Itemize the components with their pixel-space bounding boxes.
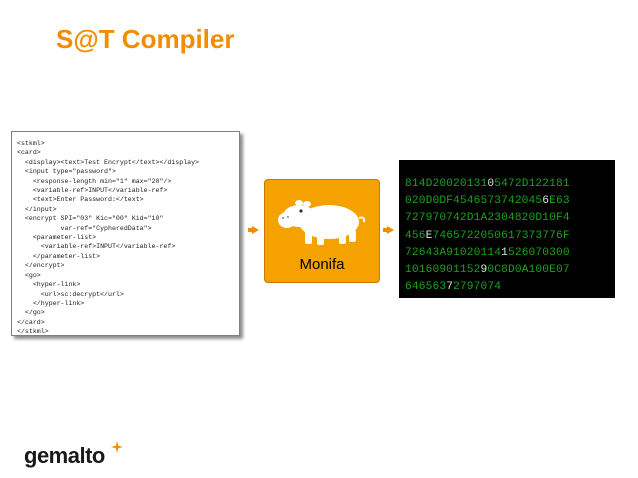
- cipher-text: 456: [405, 229, 426, 242]
- cipher-highlight: 7: [446, 281, 454, 294]
- cipher-text: 526070300: [507, 246, 570, 259]
- cipher-line: 1016090115290C8D0A100E07: [405, 262, 615, 279]
- code-line: <variable-ref>INPUT</variable-ref>: [17, 187, 168, 195]
- hippo-icon: [278, 200, 366, 245]
- cipher-line: 814D2002013105472D122181: [405, 176, 615, 193]
- encrypted-output-box: 814D2002013105472D122181 020D0DF45465737…: [399, 160, 615, 298]
- monifa-label: Monifa: [299, 256, 345, 273]
- code-line: <parameter-list>: [17, 234, 97, 242]
- code-line: <display><text>Test Encrypt</text></disp…: [17, 158, 200, 166]
- cipher-text: 814D20020131: [405, 178, 488, 190]
- gemalto-star-icon: [111, 441, 123, 453]
- cipher-text: 10160901152: [405, 264, 481, 277]
- cipher-text: 727970742D1A2304820D10F4: [405, 212, 570, 225]
- cipher-line: 727970742D1A2304820D10F4: [405, 210, 615, 227]
- cipher-line: 456E7465722050617373776F: [405, 228, 615, 245]
- code-line: <stkml>: [17, 140, 45, 147]
- code-line: <hyper-link>: [17, 281, 81, 289]
- stkml-code-document: <stkml> <card> <display><text>Test Encry…: [11, 131, 240, 336]
- cipher-highlight: 6: [542, 195, 550, 208]
- cipher-text: 020D0DF4546573742045: [405, 195, 543, 208]
- code-line: </parameter-list>: [17, 252, 101, 260]
- cipher-highlight: 9: [480, 264, 488, 277]
- slide-title: S@T Compiler: [56, 24, 235, 54]
- cipher-line: 020D0DF45465737420456E63: [405, 193, 615, 210]
- cipher-line: 64656372797074: [405, 279, 615, 296]
- code-line: </encrypt>: [17, 262, 65, 270]
- code-line: <url>sc:decrypt</url>: [17, 290, 124, 298]
- code-line: <encrypt SPI="03" Kic="00" Kid="10": [17, 215, 164, 223]
- cipher-highlight: 0: [487, 178, 495, 190]
- code-line: </card>: [17, 318, 45, 326]
- cipher-text: 72643A91020114: [405, 246, 502, 259]
- code-line: </stkml>: [17, 328, 49, 336]
- cipher-text: E63: [549, 195, 570, 208]
- code-line: <input type="password">: [17, 168, 116, 176]
- code-line: </go>: [17, 309, 45, 317]
- code-line: <text>Enter Password:</text>: [17, 196, 144, 204]
- cipher-text: 5472D122181: [494, 178, 570, 190]
- cipher-line: 72643A910201141526070300: [405, 245, 615, 262]
- code-line: <response-length min="1" max="20"/>: [17, 177, 172, 185]
- cipher-text: 0C8D0A100E07: [487, 264, 570, 277]
- arrow-right-icon: [383, 226, 394, 234]
- code-line: </input>: [17, 205, 57, 213]
- arrow-right-icon: [248, 226, 259, 234]
- code-line: var-ref="CypheredData">: [17, 224, 152, 232]
- cipher-text: 2797074: [453, 281, 502, 294]
- code-line: <go>: [17, 271, 41, 279]
- cipher-text: 7465722050617373776F: [432, 229, 570, 242]
- cipher-highlight: 1: [501, 246, 508, 259]
- monifa-compiler-box: Monifa: [264, 179, 380, 283]
- code-line: <card>: [17, 149, 41, 157]
- cipher-highlight: E: [425, 229, 433, 242]
- cipher-text: 646563: [405, 281, 447, 294]
- code-line: <variable-ref>INPUT</variable-ref>: [17, 243, 176, 251]
- gemalto-logo: gemalto: [24, 443, 105, 468]
- code-line: </hyper-link>: [17, 299, 85, 307]
